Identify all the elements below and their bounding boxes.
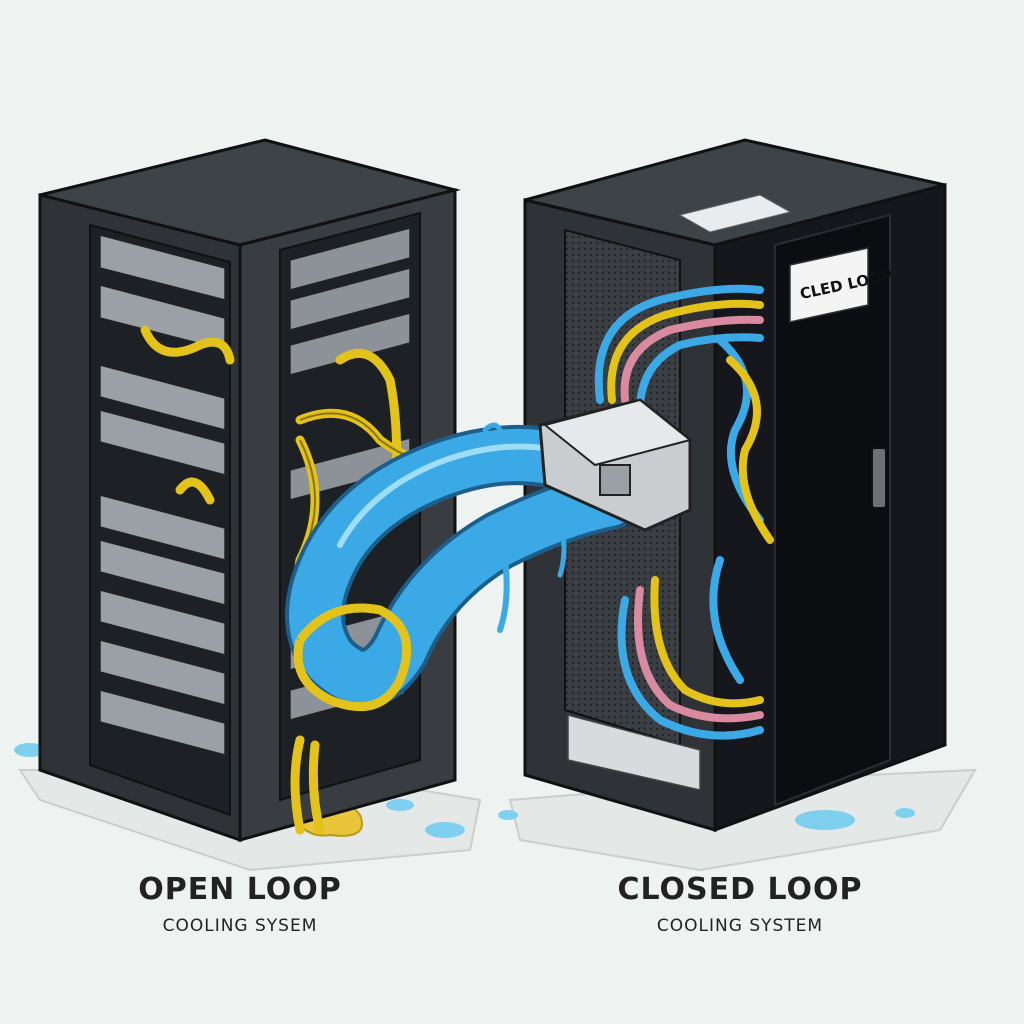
water-drop-icon (795, 810, 855, 830)
door-label: CLED LOOP (789, 247, 894, 323)
water-drop-icon (425, 822, 465, 838)
water-drop-icon (895, 808, 915, 818)
open-loop-title: OPEN LOOP (138, 872, 342, 907)
closed-loop-subtitle: COOLING SYSTEM (656, 916, 824, 936)
water-drop-icon (14, 743, 46, 757)
server-units-left (99, 234, 226, 756)
internal-coolant-tubes (594, 284, 774, 740)
coolant-hose-icon (285, 398, 693, 712)
water-drop-icon (498, 810, 518, 820)
open-loop-subtitle: COOLING SYSEM (162, 916, 318, 936)
closed-loop-title: CLOSED LOOP (617, 872, 863, 907)
door-handle (871, 447, 887, 509)
water-drop-icon (386, 799, 414, 811)
